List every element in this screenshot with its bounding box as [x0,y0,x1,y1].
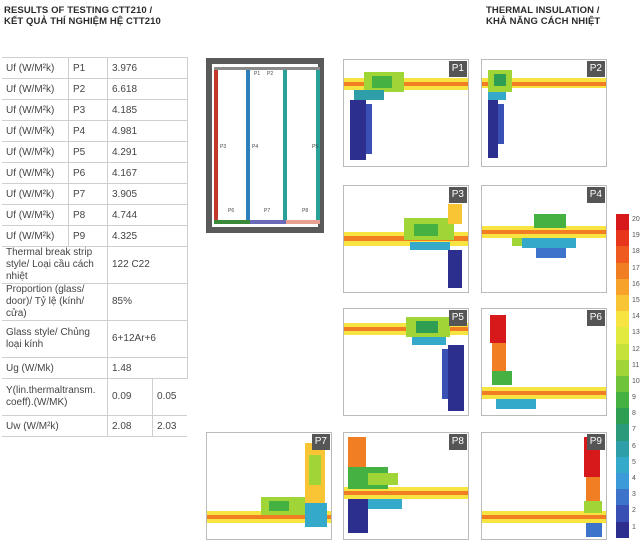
scale-label: 11 [632,361,640,369]
diagram-tag: P6 [228,208,235,214]
thermal-image [482,214,606,258]
thermal-panel-p7: P7 [206,432,332,540]
table-row: Thermal break strip style/ Loại cầu cách… [2,246,188,284]
diagram-tag: P3 [220,144,227,150]
scale-segment: 20 [616,214,640,231]
scale-segment: 3 [616,489,636,506]
window-elevation-diagram: P1 P2 P3 P4 P5 P6 P7 P8 [206,58,324,233]
scale-label: 7 [632,426,636,434]
scale-segment: 4 [616,473,636,490]
panel-label: P3 [448,187,467,203]
thermal-panel-p2: P2 [481,59,607,167]
results-title: RESULTS OF TESTING CTT210 / KẾT QUẢ THÍ … [4,5,161,27]
panel-label: P5 [448,310,467,326]
scale-segment: 8 [616,408,636,425]
panel-label: P8 [448,434,467,450]
scale-segment: 19 [616,230,640,247]
scale-label: 3 [632,491,636,499]
thermal-image [344,72,468,160]
scale-label: 4 [632,475,636,482]
thermal-panel-p9: P9 [481,432,607,540]
scale-segment: 5 [616,456,636,473]
scale-label: 19 [632,232,640,240]
scale-label: 20 [632,216,640,223]
scale-segment: 9 [616,392,636,409]
diagram-tag: P5 [312,144,319,150]
thermal-panel-p3: P3 [343,185,469,293]
thermal-image [344,317,468,411]
thermal-image [482,70,606,158]
scale-segment: 18 [616,246,640,263]
scale-label: 13 [632,329,640,337]
table-row: Proportion (glass/ door)/ Tỷ lệ (kính/ c… [2,283,188,321]
scale-segment: 12 [616,343,640,360]
temperature-color-scale: 20 19 18 17 16 15 14 13 12 11 10 9 8 7 6 5 4 3 2 1 [616,214,640,538]
scale-segment: 16 [616,278,640,295]
thermal-panel-p6: P6 [481,308,607,416]
thermal-panel-p8: P8 [343,432,469,540]
panel-label: P9 [586,434,605,450]
scale-label: 10 [632,377,640,385]
table-row: Ug (W/Mk)1.48 [2,357,188,379]
scale-segment: 14 [616,311,640,328]
scale-segment: 11 [616,359,639,376]
thermal-panel-p4: P4 [481,185,607,293]
thermal-image [207,443,331,527]
scale-label: 18 [632,248,640,256]
diagram-tag: P2 [267,71,274,77]
scale-label: 2 [632,507,636,515]
panel-label: P2 [586,61,605,77]
scale-label: 16 [632,280,640,288]
thermal-image [482,315,606,409]
thermal-panel-p5: P5 [343,308,469,416]
diagram-tag: P7 [264,208,271,214]
scale-label: 17 [632,264,640,272]
thermal-panel-p1: P1 [343,59,469,167]
diagram-tag: P8 [302,208,309,214]
panel-label: P6 [586,310,605,326]
scale-label: 15 [632,296,640,304]
thermal-insulation-title: THERMAL INSULATION / KHẢ NĂNG CÁCH NHIỆT [486,5,601,27]
scale-segment: 7 [616,424,636,441]
scale-segment: 6 [616,440,636,457]
scale-label: 12 [632,345,640,353]
scale-segment: 13 [616,327,640,344]
diagram-tag: P4 [252,144,259,150]
scale-segment: 2 [616,505,636,522]
scale-segment: 17 [616,262,640,279]
scale-label: 14 [632,313,640,321]
scale-label: 6 [632,442,636,450]
scale-label: 5 [632,458,636,466]
scale-segment: 10 [616,375,640,393]
panel-label: P1 [448,61,467,77]
panel-label: P4 [586,187,605,203]
diagram-tag: P1 [254,71,261,77]
panel-label: P7 [311,434,330,450]
scale-segment: 1 [616,521,636,538]
scale-label: 1 [632,523,636,531]
thermal-image [344,204,468,288]
scale-segment: 15 [616,294,640,312]
scale-label: 8 [632,410,636,418]
scale-label: 9 [632,394,636,402]
thermal-image [344,437,468,533]
